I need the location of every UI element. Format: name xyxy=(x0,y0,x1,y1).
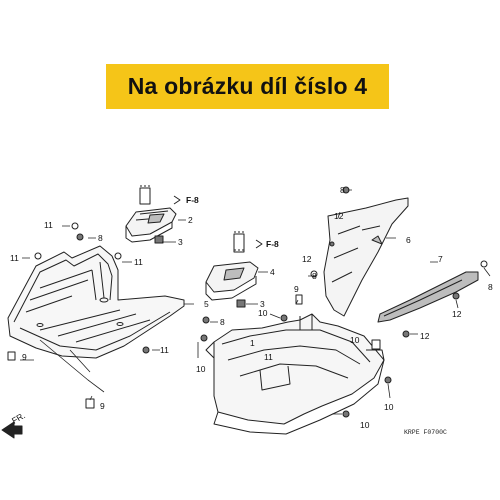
front-direction-arrow xyxy=(1,421,23,439)
callout-10: 10 xyxy=(258,308,268,318)
callout-9: 9 xyxy=(100,401,105,411)
callout-10: 10 xyxy=(196,364,206,374)
banner-text: Na obrázku díl číslo 4 xyxy=(127,73,368,99)
callout-11: 11 xyxy=(264,352,273,362)
callout-2: 2 xyxy=(188,215,193,225)
callout-8: 8 xyxy=(220,317,225,327)
fasteners xyxy=(7,186,488,418)
callout-12: 12 xyxy=(334,211,344,221)
part-1-lower-cover xyxy=(205,313,385,435)
callout-6: 6 xyxy=(406,235,411,245)
part-5-floor-panel xyxy=(7,245,185,359)
callout-12: 12 xyxy=(452,309,462,319)
f8-label-top: F-8 xyxy=(186,195,199,205)
callout-10: 10 xyxy=(350,335,360,345)
callout-1: 1 xyxy=(250,338,255,348)
f8-ref-top xyxy=(139,185,181,205)
part-4-cover xyxy=(205,261,259,301)
callout-8: 8 xyxy=(340,185,345,195)
part-7-strip xyxy=(377,271,479,323)
diagram-code: KRPE F0700C xyxy=(404,429,447,436)
front-direction-label: FR. xyxy=(10,410,27,426)
callout-11: 11 xyxy=(160,345,169,355)
callout-4: 4 xyxy=(270,267,275,277)
f8-label-mid: F-8 xyxy=(266,239,279,249)
callout-10: 10 xyxy=(384,402,394,412)
callout-11: 11 xyxy=(10,253,19,263)
callout-12: 12 xyxy=(302,254,312,264)
callout-9: 9 xyxy=(22,352,27,362)
callout-12: 12 xyxy=(420,331,430,341)
callout-3: 3 xyxy=(178,237,183,247)
callout-11: 11 xyxy=(134,257,143,267)
callout-11: 11 xyxy=(44,220,53,230)
callout-5: 5 xyxy=(204,299,209,309)
callout-3: 3 xyxy=(260,299,265,309)
callout-10: 10 xyxy=(360,420,370,430)
leader-lines xyxy=(20,189,491,415)
f8-ref-mid xyxy=(233,231,263,251)
callout-8: 8 xyxy=(312,271,317,281)
part-banner: Na obrázku díl číslo 4 xyxy=(106,64,389,109)
callout-8: 8 xyxy=(98,233,103,243)
callout-8: 8 xyxy=(488,282,493,292)
part-6-side-panel xyxy=(323,197,409,317)
part-2-cover xyxy=(125,207,177,243)
callout-9: 9 xyxy=(294,284,299,294)
callout-7: 7 xyxy=(438,254,443,264)
callouts: 1 2 3 3 4 5 6 7 8 8 8 8 8 9 9 9 10 10 10… xyxy=(10,185,493,430)
